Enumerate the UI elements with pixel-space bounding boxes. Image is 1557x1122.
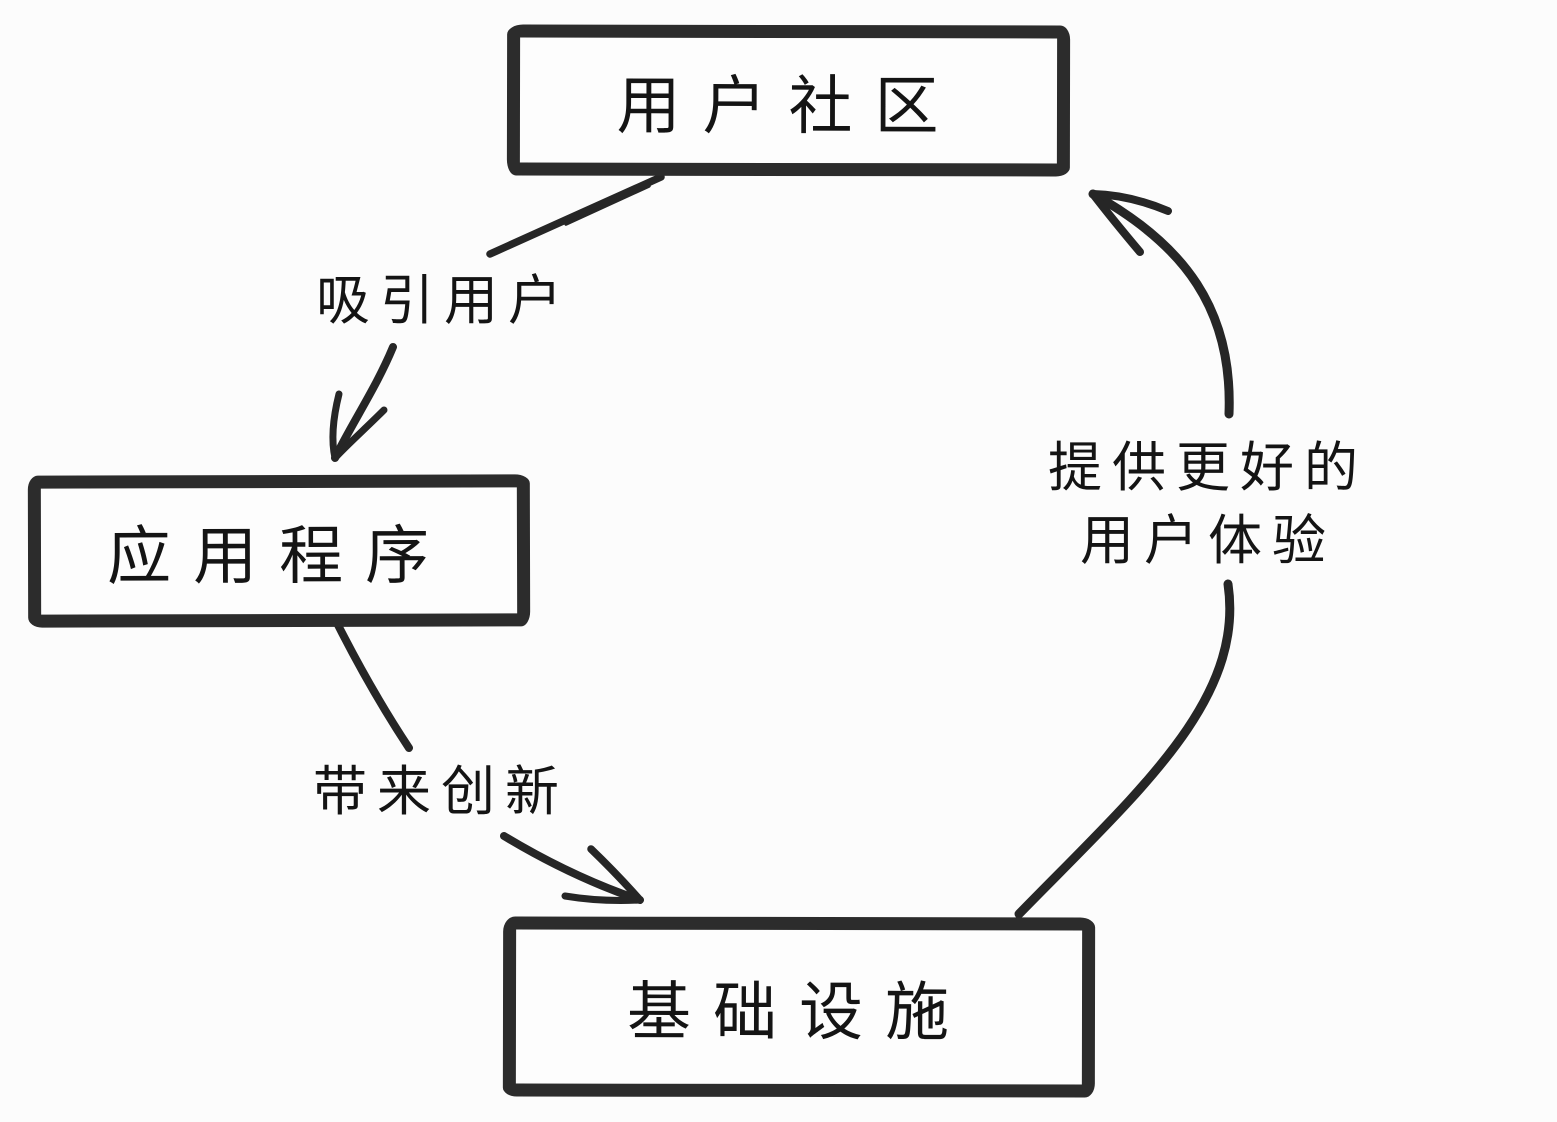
edge-label-better-experience: 提供更好的 用户体验 (1030, 432, 1386, 578)
arrow-better-experience (1014, 189, 1235, 919)
edge-label-better-experience-line-2: 用户体验 (1080, 511, 1336, 571)
arrow-shaft (1088, 189, 1234, 419)
arrow-shaft (486, 173, 665, 258)
arrow-shaft (1014, 579, 1235, 919)
arrowhead-down-icon (329, 390, 388, 462)
node-label-user-community: 用户社区 (616, 69, 961, 142)
edge-label-bring-innovation: 带来创新 (313, 762, 569, 822)
node-label-infrastructure: 基础设施 (626, 975, 972, 1049)
node-user-community: 用户社区 (506, 24, 1071, 177)
node-label-applications: 应用程序 (106, 519, 452, 593)
arrow-shaft (331, 343, 397, 462)
arrowhead-right-icon (561, 845, 644, 904)
arrow-shaft-sketch-line (564, 184, 651, 226)
edge-label-attract-users: 吸引用户 (316, 271, 572, 331)
edge-label-better-experience-line-1: 提供更好的 (1048, 438, 1368, 498)
arrow-attract-users (329, 173, 665, 462)
node-applications: 应用程序 (27, 474, 531, 628)
arrow-bring-innovation (334, 621, 644, 904)
arrow-shaft (334, 621, 413, 752)
arrowhead-up-left-icon (1089, 190, 1172, 256)
arrow-shaft (500, 832, 644, 904)
node-infrastructure: 基础设施 (502, 916, 1096, 1098)
